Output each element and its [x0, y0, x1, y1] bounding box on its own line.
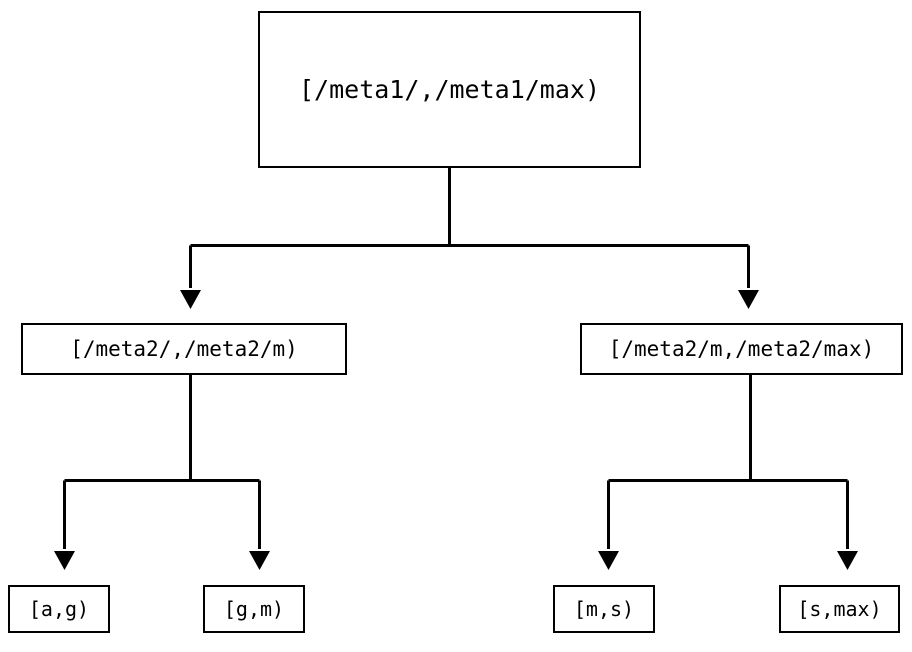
node-leaf-m-s-label: [m,s): [573, 597, 635, 621]
node-meta2-upper[interactable]: [/meta2/m,/meta2/max): [580, 323, 903, 375]
node-meta2-lower[interactable]: [/meta2/,/meta2/m): [21, 323, 347, 375]
node-meta2-lower-label: [/meta2/,/meta2/m): [70, 336, 298, 361]
arrowhead-to-mid-left: [180, 290, 201, 309]
arrowhead-to-mid-right: [738, 290, 759, 309]
node-leaf-g-m[interactable]: [g,m): [203, 585, 305, 633]
arrowhead-to-leaf3: [837, 551, 858, 570]
node-leaf-g-m-label: [g,m): [223, 597, 285, 621]
node-leaf-s-max-label: [s,max): [797, 597, 882, 621]
node-leaf-a-g-label: [a,g): [28, 597, 90, 621]
node-root-label: [/meta1/,/meta1/max): [298, 75, 601, 104]
node-meta2-upper-label: [/meta2/m,/meta2/max): [608, 336, 875, 361]
arrowhead-to-leaf2: [598, 551, 619, 570]
node-root[interactable]: [/meta1/,/meta1/max): [258, 11, 641, 168]
node-leaf-m-s[interactable]: [m,s): [553, 585, 655, 633]
arrowhead-to-leaf1: [249, 551, 270, 570]
node-leaf-a-g[interactable]: [a,g): [8, 585, 110, 633]
arrowhead-to-leaf0: [54, 551, 75, 570]
node-leaf-s-max[interactable]: [s,max): [779, 585, 900, 633]
